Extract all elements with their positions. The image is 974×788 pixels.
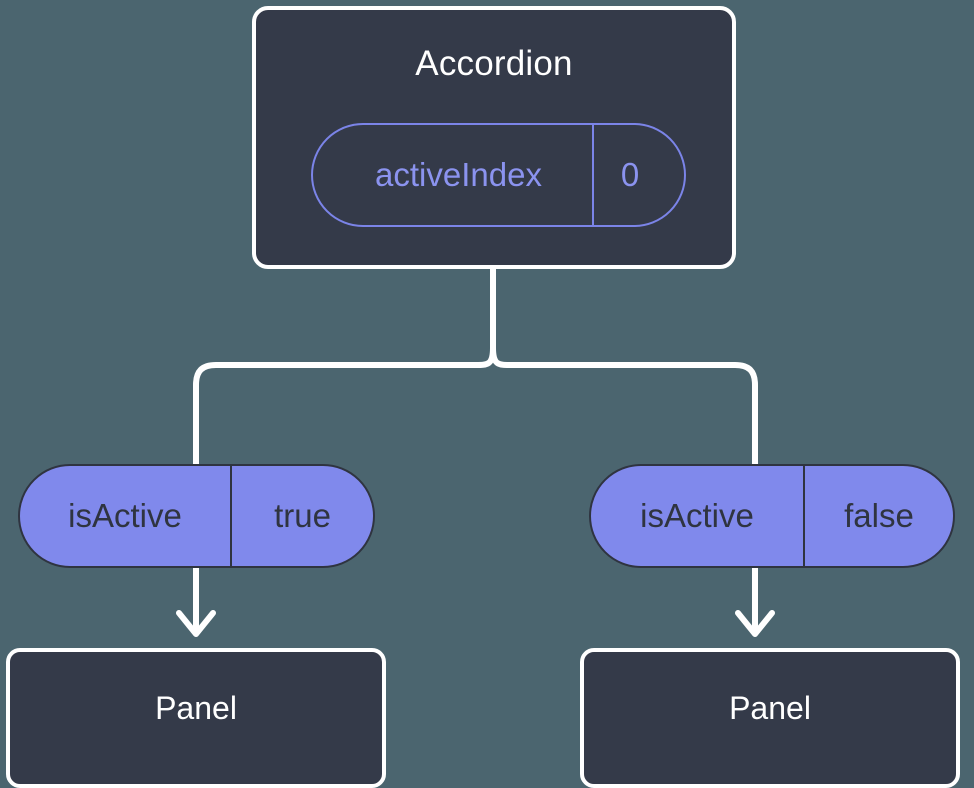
prop-value-label: true — [274, 497, 331, 534]
root-node-accordion[interactable]: Accordion activeIndex 0 — [252, 6, 736, 269]
leaf-node-title: Panel — [729, 690, 811, 726]
leaf-node-panel-right[interactable]: Panel — [580, 648, 960, 788]
leaf-node-panel-left[interactable]: Panel — [6, 648, 386, 788]
root-node-title: Accordion — [415, 44, 573, 83]
connector-branch-left — [193, 345, 496, 467]
prop-key-label: isActive — [68, 497, 182, 534]
prop-divider — [230, 466, 232, 566]
prop-key-label: activeIndex — [375, 156, 542, 193]
prop-value-label: false — [844, 497, 914, 534]
component-tree-diagram: Accordion activeIndex 0 isActive true is… — [6, 6, 960, 788]
prop-pill-is-active-right[interactable]: isActive false — [589, 464, 955, 568]
prop-pill-is-active-left[interactable]: isActive true — [18, 464, 375, 568]
prop-value-label: 0 — [620, 156, 640, 193]
leaf-node-title: Panel — [155, 690, 237, 726]
prop-pill-active-index[interactable]: activeIndex 0 — [311, 123, 686, 227]
prop-key-label: isActive — [640, 497, 754, 534]
arrow-down-icon-left-head — [176, 610, 216, 637]
prop-divider — [592, 125, 594, 225]
arrow-down-icon-right-head — [735, 610, 775, 637]
connector-branch-right — [490, 345, 758, 467]
prop-divider — [803, 466, 805, 566]
